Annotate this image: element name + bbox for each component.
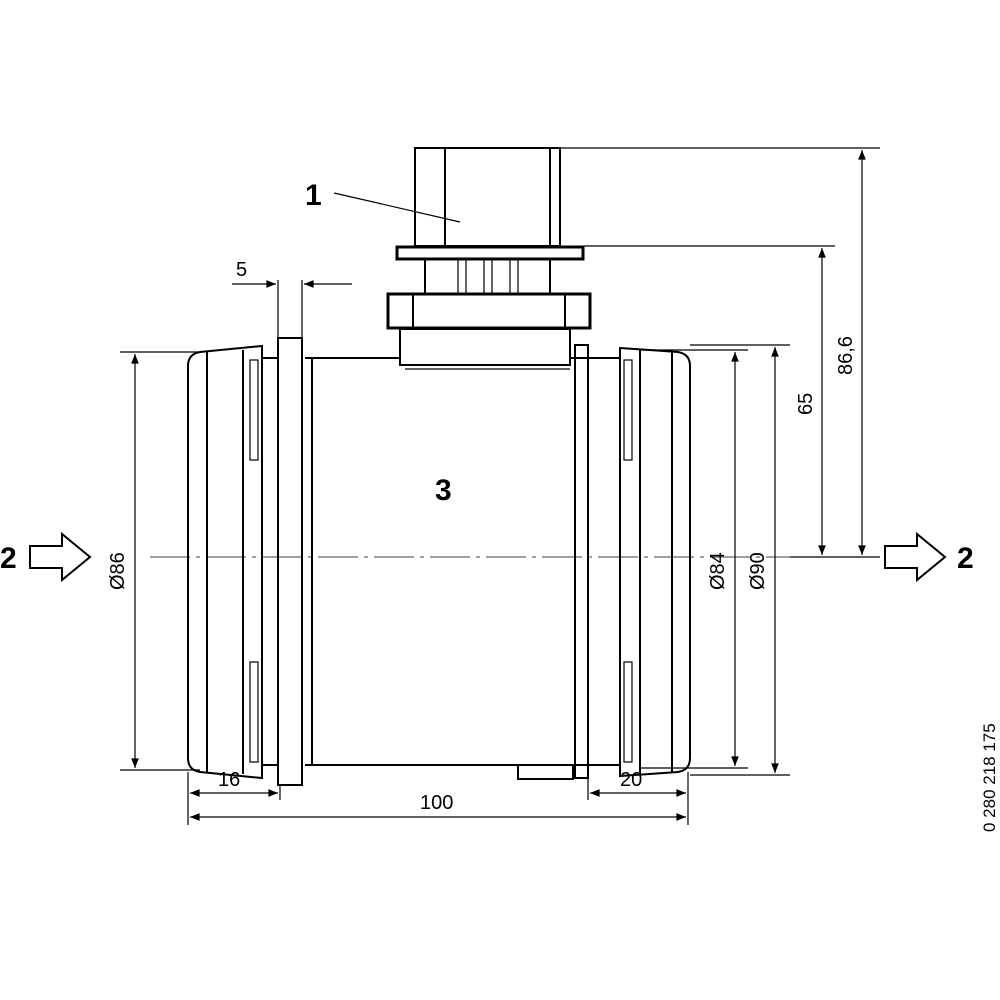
dim-inlet-diameter: Ø86 — [107, 552, 129, 590]
dim-left-spigot: 16 — [218, 769, 240, 791]
dim-overall-length: 100 — [420, 792, 453, 814]
housing-body — [261, 337, 621, 786]
outlet-ring — [619, 346, 691, 778]
dimension-lines — [131, 150, 866, 821]
dim-connector-top-height: 86,6 — [835, 336, 857, 375]
inlet-ring — [187, 344, 263, 780]
connector — [386, 147, 592, 370]
callout-flow-in: 2 — [0, 542, 17, 575]
part-number: 0 280 218 175 — [980, 723, 999, 832]
callout-connector: 1 — [305, 179, 322, 212]
connector-pins — [457, 258, 519, 295]
dim-flange-thickness: 5 — [236, 259, 247, 281]
flow-out-arrow-icon — [884, 531, 947, 583]
dim-outlet-inner-diameter: Ø84 — [707, 552, 729, 590]
dim-right-spigot: 20 — [620, 769, 642, 791]
dim-outlet-outer-diameter: Ø90 — [747, 552, 769, 590]
callout-leader — [333, 192, 461, 223]
extension-lines — [120, 147, 880, 825]
callout-housing: 3 — [435, 474, 452, 507]
dim-connector-flange-height: 65 — [795, 393, 817, 415]
callout-flow-out: 2 — [957, 542, 974, 575]
flow-in-arrow-icon — [29, 531, 92, 583]
